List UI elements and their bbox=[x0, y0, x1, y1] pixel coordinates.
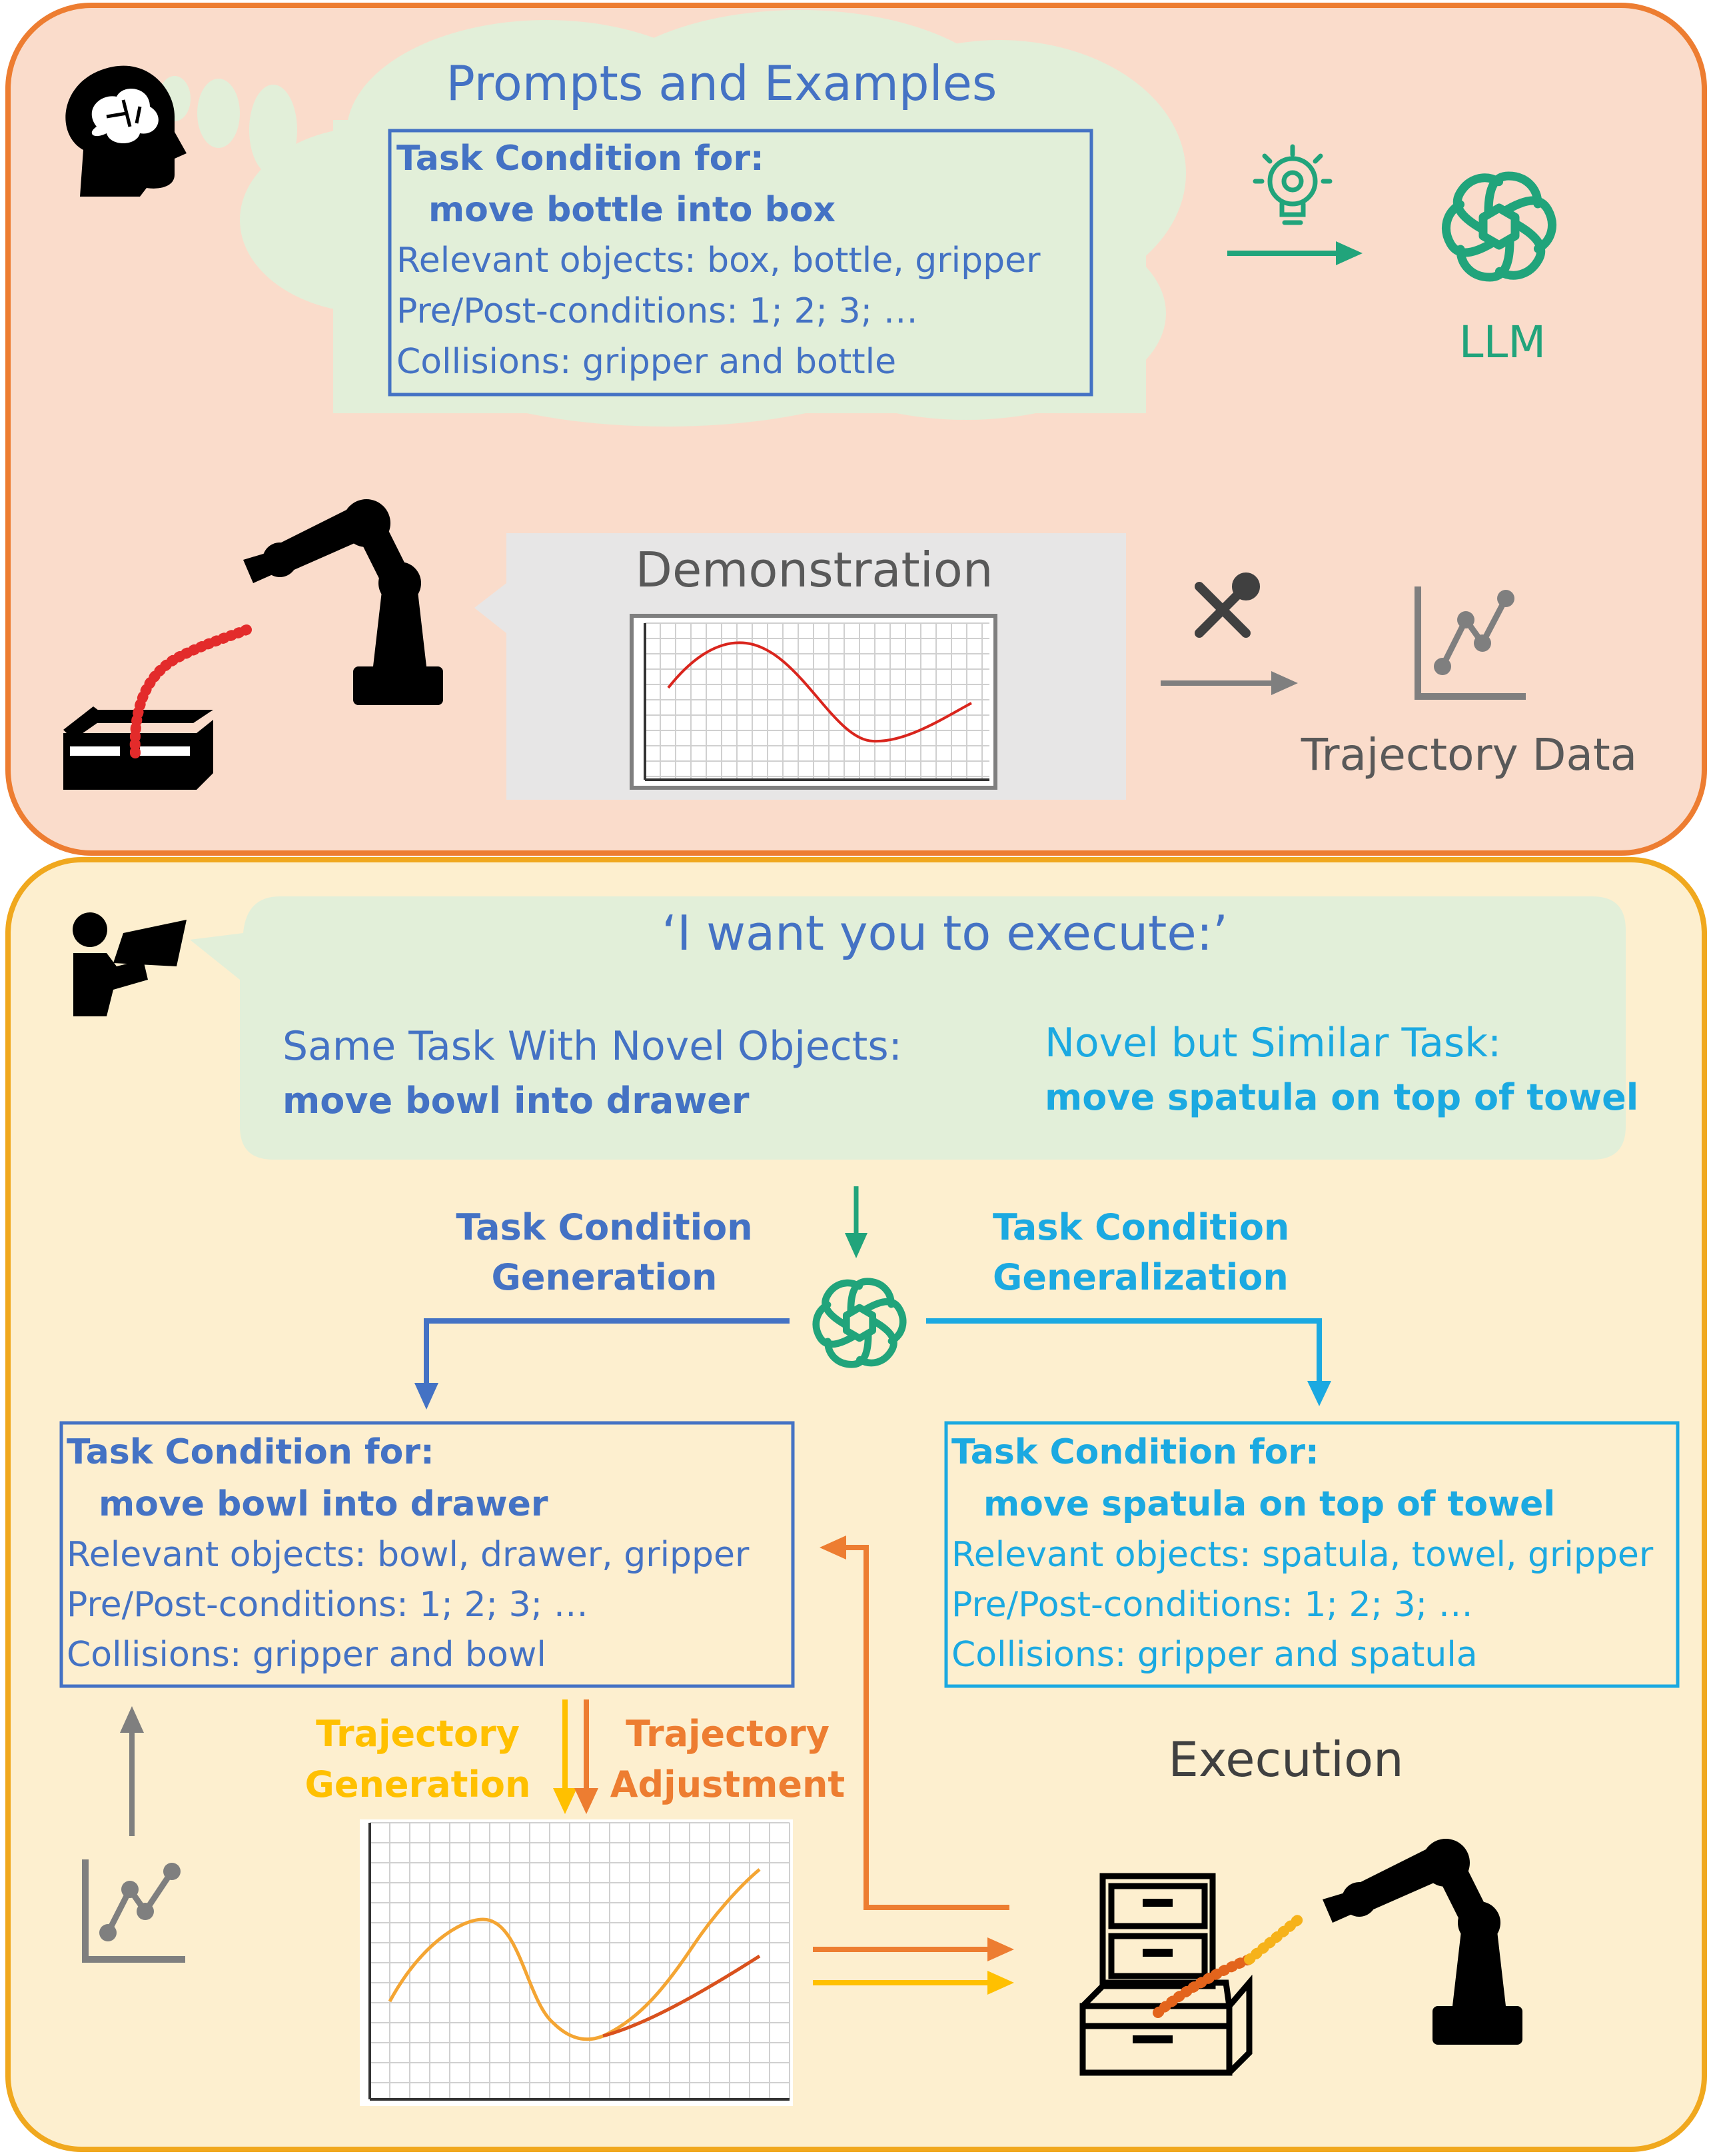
top-card-relevant: Relevant objects: box, bottle, gripper bbox=[396, 241, 1041, 281]
lightbulb-icon bbox=[1253, 144, 1333, 225]
top-data-arrow bbox=[1161, 671, 1298, 695]
traj-adjustment-1: Trajectory bbox=[626, 1713, 830, 1755]
box-icon bbox=[63, 706, 213, 790]
speaker-megaphone-icon bbox=[73, 912, 187, 1016]
left-task-card bbox=[59, 1421, 795, 1688]
line-chart-icon bbox=[1415, 586, 1526, 700]
to-execution-arrows bbox=[813, 1937, 1014, 1995]
adjustment-feedback-arrow bbox=[820, 1536, 1009, 1910]
right-card-relevant: Relevant objects: spatula, towel, grippe… bbox=[951, 1535, 1654, 1575]
right-card-conditions: Pre/Post-conditions: 1; 2; 3; … bbox=[951, 1585, 1473, 1625]
to-llm-arrow bbox=[845, 1186, 867, 1258]
generation-label-2: Generation bbox=[492, 1256, 718, 1298]
trajectory-chart bbox=[360, 1819, 793, 2106]
top-task-card bbox=[388, 129, 1093, 397]
generalization-arrow bbox=[926, 1318, 1331, 1406]
left-card-conditions: Pre/Post-conditions: 1; 2; 3; … bbox=[67, 1585, 588, 1625]
right-card-task: move spatula on top of towel bbox=[983, 1484, 1555, 1524]
top-card-heading: Task Condition for: bbox=[396, 139, 764, 179]
line-chart-small-icon bbox=[82, 1859, 185, 1963]
generation-arrow bbox=[414, 1318, 790, 1410]
instruction-title: ‘I want you to execute:’ bbox=[662, 905, 1228, 961]
generation-label-1: Task Condition bbox=[456, 1206, 752, 1248]
top-card-task: move bottle into box bbox=[428, 190, 836, 230]
instruction-bubble bbox=[190, 896, 1626, 1160]
drawer-cabinet-icon bbox=[1079, 1873, 1253, 2076]
traj-adjustment-2: Adjustment bbox=[610, 1763, 846, 1805]
left-card-task: move bowl into drawer bbox=[99, 1484, 548, 1524]
generalization-label-2: Generalization bbox=[993, 1256, 1289, 1298]
top-card-conditions: Pre/Post-conditions: 1; 2; 3; … bbox=[396, 291, 918, 331]
prompts-title: Prompts and Examples bbox=[446, 55, 997, 111]
novel-task-name: move spatula on top of towel bbox=[1045, 1076, 1638, 1118]
traj-generation-2: Generation bbox=[305, 1763, 531, 1805]
tools-icon bbox=[1195, 572, 1260, 638]
adjusted-trajectory bbox=[602, 1954, 761, 2038]
left-card-relevant: Relevant objects: bowl, drawer, gripper bbox=[67, 1535, 750, 1575]
execution-title: Execution bbox=[1168, 1731, 1403, 1787]
right-card-collisions: Collisions: gripper and spatula bbox=[951, 1635, 1478, 1675]
demonstration-title: Demonstration bbox=[636, 542, 993, 598]
same-task-heading: Same Task With Novel Objects: bbox=[283, 1023, 902, 1070]
right-card-heading: Task Condition for: bbox=[951, 1432, 1319, 1472]
llm-arrow bbox=[1227, 241, 1363, 265]
left-card-heading: Task Condition for: bbox=[67, 1432, 434, 1472]
top-card-collisions: Collisions: gripper and bottle bbox=[396, 342, 896, 382]
head-brain-icon bbox=[65, 65, 187, 197]
novel-task-heading: Novel but Similar Task: bbox=[1045, 1020, 1501, 1066]
right-task-card bbox=[944, 1421, 1680, 1688]
generalization-label-1: Task Condition bbox=[993, 1206, 1289, 1248]
trajectory-down-arrows bbox=[553, 1699, 598, 1814]
same-task-name: move bowl into drawer bbox=[283, 1080, 750, 1122]
left-card-collisions: Collisions: gripper and bowl bbox=[67, 1635, 546, 1675]
trajectory-data-label: Trajectory Data bbox=[1301, 729, 1637, 780]
llm-label: LLM bbox=[1459, 317, 1546, 368]
demonstration-curve bbox=[667, 641, 972, 743]
feedback-up-arrow bbox=[120, 1706, 144, 1836]
traj-generation-1: Trajectory bbox=[316, 1713, 520, 1755]
execution-trajectory bbox=[1153, 1911, 1308, 2018]
demonstration-chart bbox=[630, 614, 997, 790]
red-trajectory bbox=[129, 624, 252, 758]
generated-trajectory bbox=[388, 1868, 761, 2041]
